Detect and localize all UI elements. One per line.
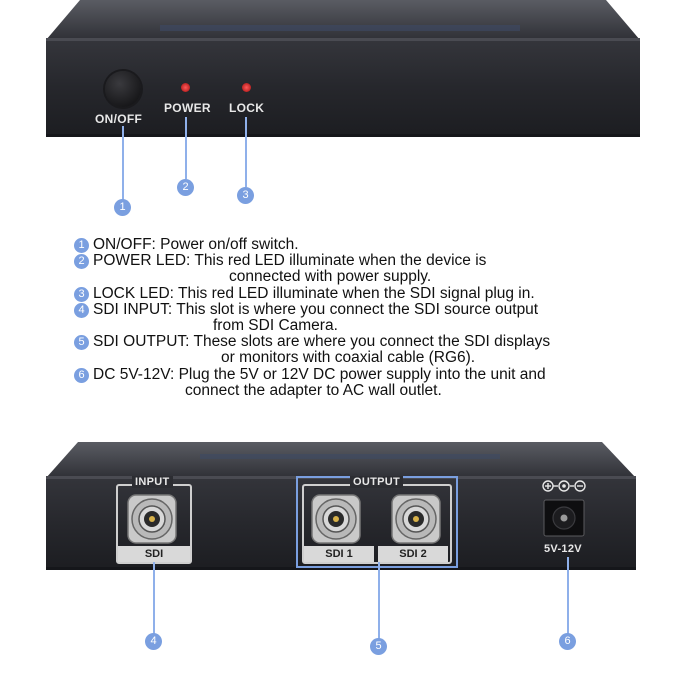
callout-badge-3: 3 bbox=[237, 187, 254, 204]
callout-badge-1: 1 bbox=[114, 199, 131, 216]
callout-badge-4: 4 bbox=[145, 633, 162, 650]
power-led bbox=[181, 83, 190, 92]
output-group-label: OUTPUT bbox=[350, 476, 404, 488]
sdi-output-1-connector[interactable] bbox=[304, 493, 368, 547]
switch-label: ON/OFF bbox=[95, 112, 143, 126]
power-switch-button[interactable] bbox=[105, 71, 141, 107]
dc-voltage-label: 5V-12V bbox=[544, 543, 582, 555]
description-text: LOCK LED: This red LED illuminate when t… bbox=[93, 284, 535, 302]
description-text-continued: connected with power supply. bbox=[229, 268, 432, 286]
description-text: POWER LED: This red LED illuminate when … bbox=[93, 252, 487, 270]
description-text-continued: from SDI Camera. bbox=[213, 317, 338, 335]
description-badge: 4 bbox=[74, 302, 89, 318]
lock-led bbox=[242, 83, 251, 92]
callout-line-1 bbox=[122, 126, 124, 200]
input-group-label: INPUT bbox=[132, 476, 173, 488]
power-led-label: POWER bbox=[164, 101, 211, 115]
sdi-output-1-label: SDI 1 bbox=[304, 546, 374, 562]
callout-line-6 bbox=[567, 557, 569, 635]
callout-badge-6: 6 bbox=[559, 633, 576, 650]
sdi-input-connector[interactable] bbox=[120, 493, 184, 547]
callout-line-4 bbox=[153, 562, 155, 634]
dc-power-jack[interactable] bbox=[542, 498, 586, 538]
description-badge: 2 bbox=[74, 254, 89, 270]
sdi-output-2-label: SDI 2 bbox=[378, 546, 448, 562]
description-text: SDI INPUT: This slot is where you connec… bbox=[93, 300, 539, 318]
callout-line-3 bbox=[245, 117, 247, 187]
description-badge: 1 bbox=[74, 238, 89, 253]
description-badge: 5 bbox=[74, 335, 89, 351]
callout-line-2 bbox=[185, 117, 187, 179]
description-badge: 6 bbox=[74, 367, 89, 383]
description-text-continued: or monitors with coaxial cable (RG6). bbox=[221, 349, 476, 367]
dc-polarity-icon bbox=[542, 480, 586, 492]
callout-badge-5: 5 bbox=[370, 638, 387, 655]
feature-descriptions: 1 ON/OFF: Power on/off switch. 2 POWER L… bbox=[74, 236, 634, 399]
callout-badge-2: 2 bbox=[177, 179, 194, 196]
description-item-2: 2 POWER LED: This red LED illuminate whe… bbox=[74, 253, 634, 285]
front-panel-device bbox=[46, 0, 640, 137]
callout-line-5 bbox=[378, 562, 380, 640]
lock-led-label: LOCK bbox=[229, 101, 265, 115]
description-item-4: 4 SDI INPUT: This slot is where you conn… bbox=[74, 300, 634, 335]
description-text-continued: connect the adapter to AC wall outlet. bbox=[185, 381, 442, 399]
description-text: ON/OFF: Power on/off switch. bbox=[93, 236, 299, 253]
description-text: DC 5V-12V: Plug the 5V or 12V DC power s… bbox=[93, 365, 546, 383]
description-text: SDI OUTPUT: These slots are where you co… bbox=[93, 333, 551, 351]
sdi-input-label: SDI bbox=[118, 546, 190, 562]
description-item-3: 3 LOCK LED: This red LED illuminate when… bbox=[74, 284, 634, 302]
description-item-6: 6 DC 5V-12V: Plug the 5V or 12V DC power… bbox=[74, 365, 634, 399]
description-item-1: 1 ON/OFF: Power on/off switch. bbox=[74, 236, 634, 253]
sdi-output-2-connector[interactable] bbox=[384, 493, 448, 547]
description-badge: 3 bbox=[74, 286, 89, 302]
description-item-5: 5 SDI OUTPUT: These slots are where you … bbox=[74, 334, 634, 366]
